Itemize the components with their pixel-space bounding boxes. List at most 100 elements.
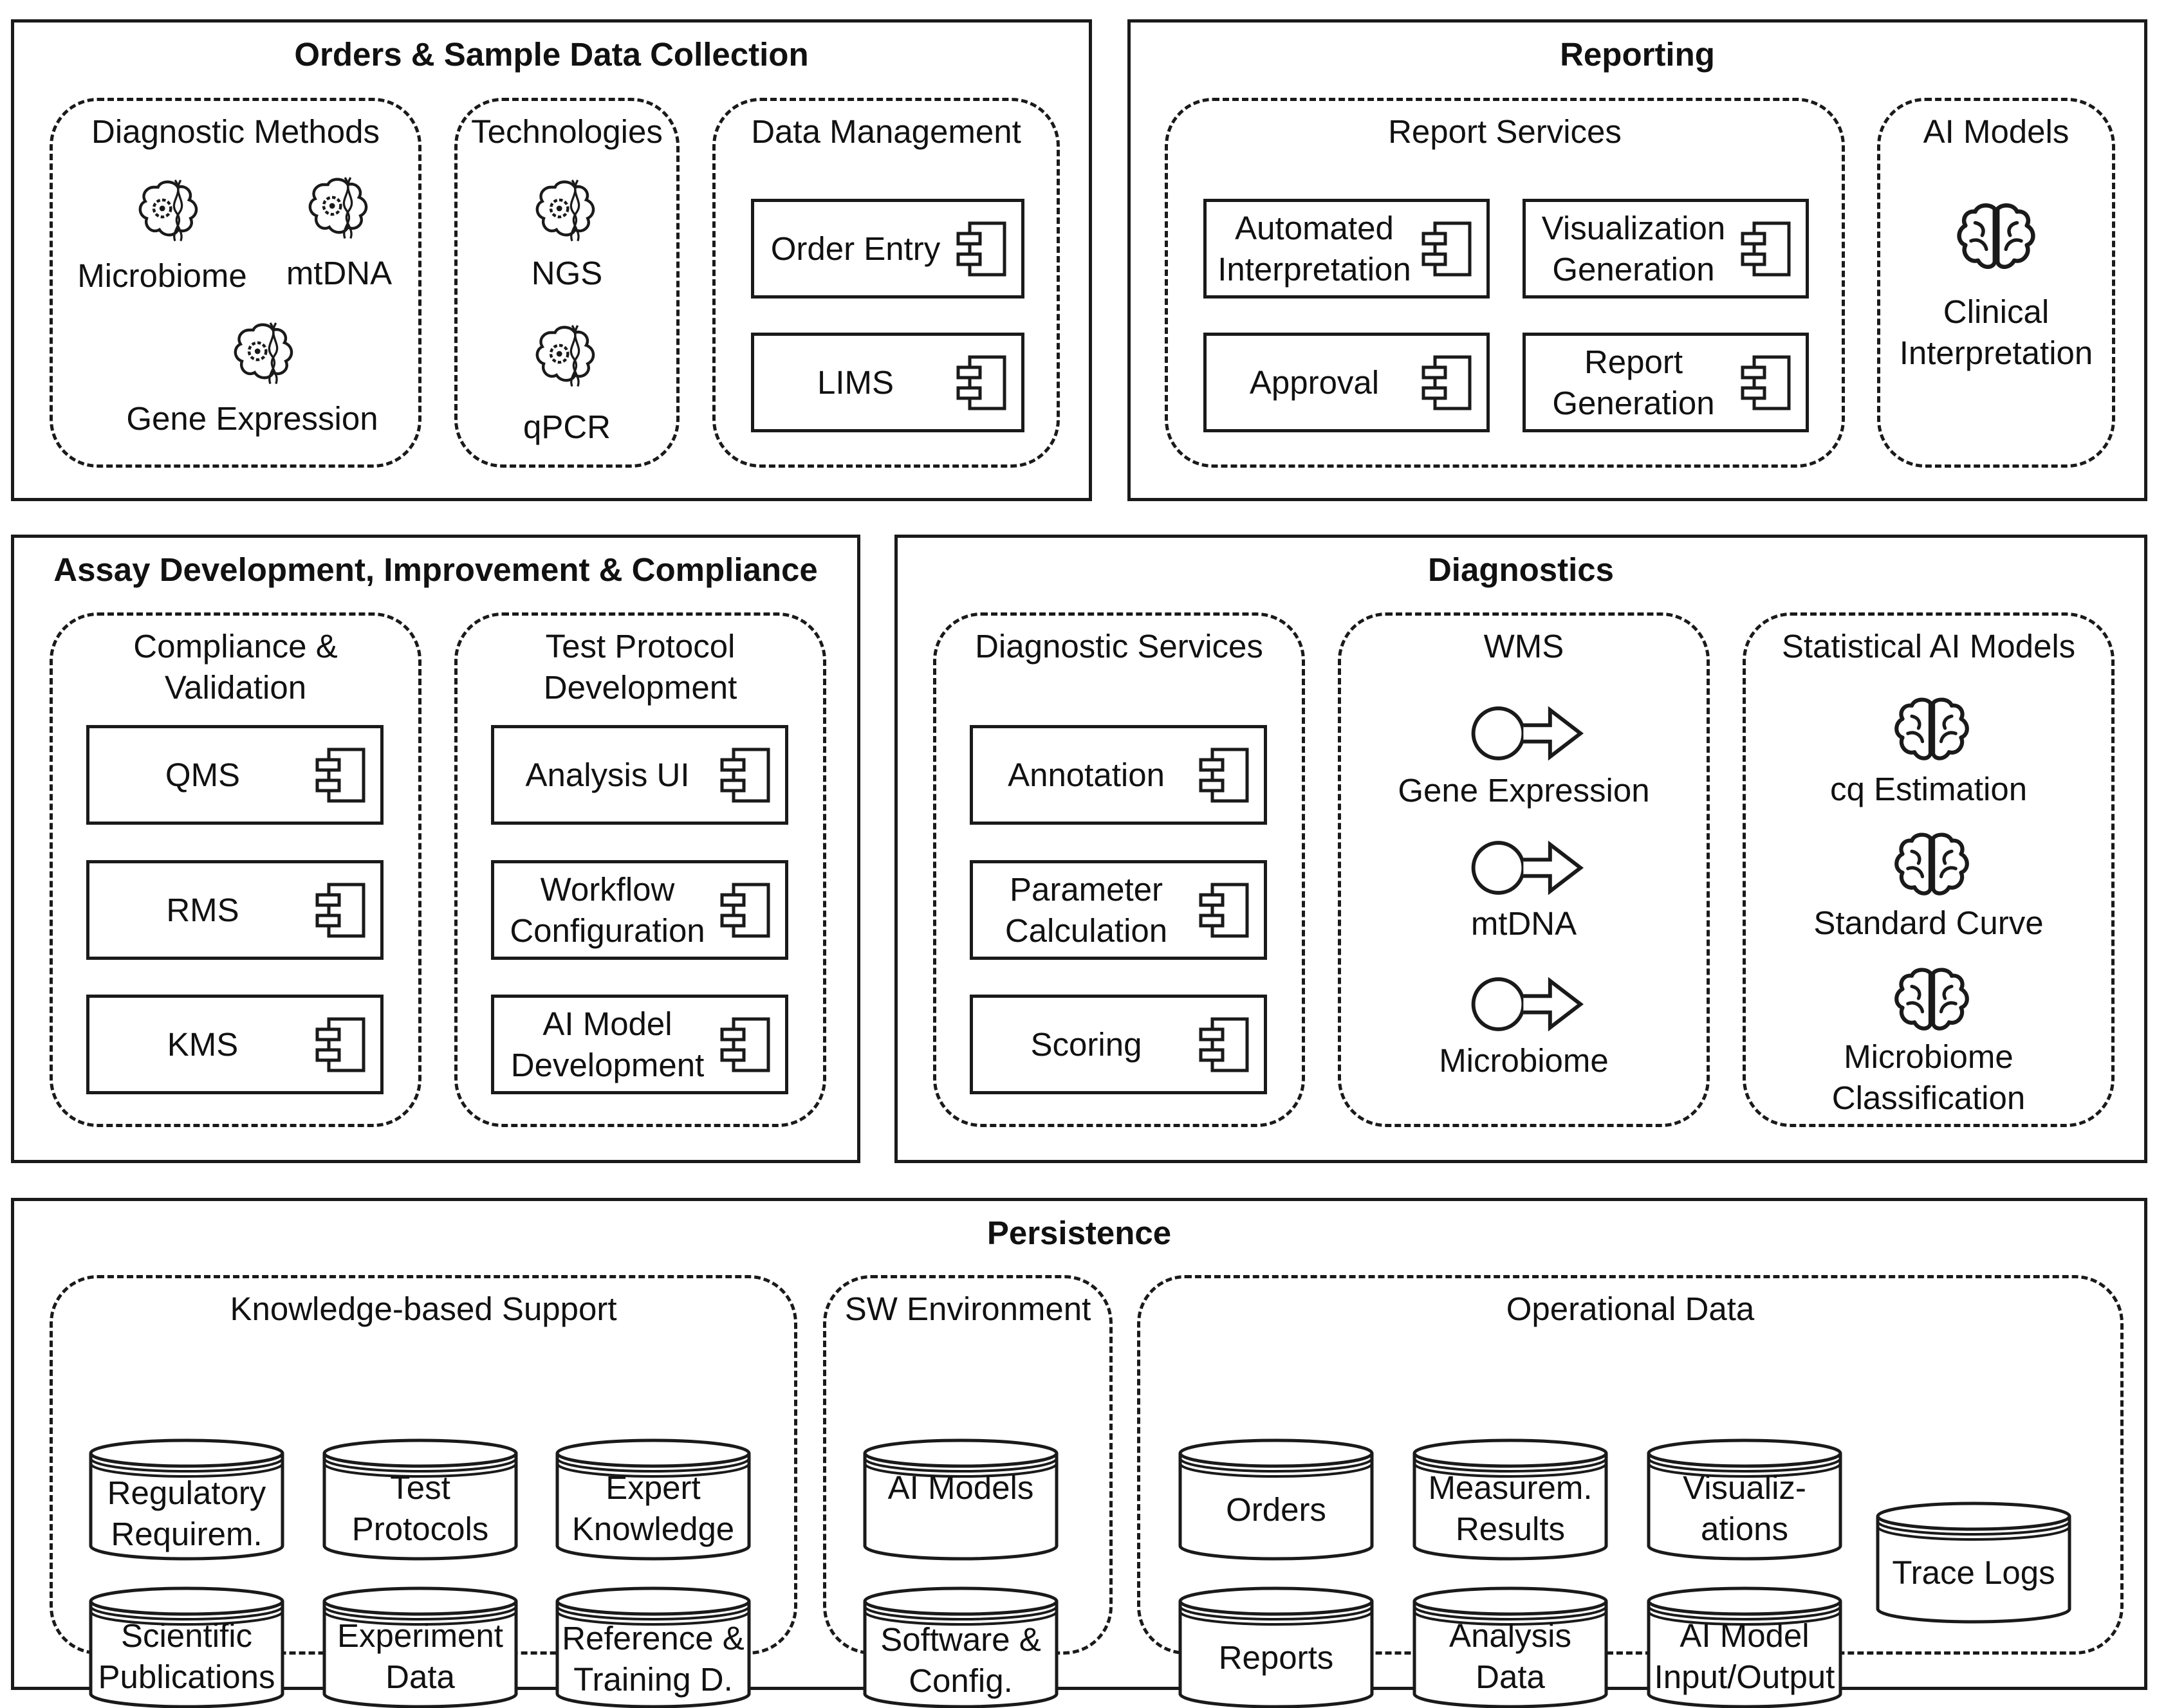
- group-title: WMS: [1483, 628, 1564, 665]
- component-icon: [1740, 354, 1791, 411]
- wms-microbiome: Microbiome: [1439, 1042, 1609, 1079]
- sw-environment-group: SW Environment: [823, 1275, 1113, 1655]
- group-title: Technologies: [471, 113, 663, 150]
- orders-sample-data-panel: Orders & Sample Data Collection Diagnost…: [11, 19, 1092, 501]
- ai-models-group: AI Models Clinical Interpretation: [1877, 98, 2115, 468]
- stat-ai-standard-curve: Standard Curve: [1813, 905, 2044, 941]
- component-report-generation: Report Generation: [1523, 333, 1809, 432]
- panel-title: Reporting: [1560, 36, 1715, 73]
- datastore-orders: Orders: [1178, 1438, 1375, 1561]
- dna-gear-icon: [133, 173, 203, 244]
- dna-gear-icon: [530, 318, 600, 389]
- datastore-experiment-data: Experiment Data: [322, 1586, 519, 1708]
- datastore-label: Measurem. Results: [1428, 1469, 1593, 1547]
- component-label: KMS: [167, 1025, 239, 1063]
- database-icon: [1876, 1501, 2071, 1624]
- datastore-label: Scientific Publications: [98, 1617, 275, 1695]
- datastore-scientific-publications: Scientific Publications: [88, 1586, 285, 1708]
- compliance-validation-group: Compliance & Validation QMS RMS KMS: [50, 612, 421, 1127]
- component-icon: [956, 221, 1007, 277]
- component-label: Automated Interpretation: [1217, 209, 1411, 288]
- process-arrow-icon: [1468, 836, 1588, 900]
- component-icon: [1198, 882, 1250, 939]
- component-icon: [315, 1016, 366, 1073]
- panel-title: Diagnostics: [1427, 551, 1615, 588]
- datastore-label: Reports: [1218, 1639, 1334, 1676]
- datastore-label: Analysis Data: [1449, 1617, 1571, 1695]
- component-kms: KMS: [86, 995, 384, 1094]
- database-icon: [322, 1438, 518, 1561]
- component-workflow-configuration: Workflow Configuration: [491, 860, 788, 960]
- component-label: QMS: [165, 756, 241, 793]
- process-arrow-icon: [1468, 972, 1588, 1036]
- component-qms: QMS: [86, 725, 384, 825]
- ai-model-clinical-interpretation: Clinical Interpretation: [1899, 293, 2093, 371]
- component-icon: [1740, 221, 1791, 277]
- component-analysis-ui: Analysis UI: [491, 725, 788, 825]
- component-ai-model-development: AI Model Development: [491, 995, 788, 1094]
- component-label: Order Entry: [770, 230, 941, 267]
- datastore-measurement-results: Measurem. Results: [1412, 1438, 1609, 1561]
- datastore-label: AI Models: [887, 1469, 1034, 1506]
- component-icon: [315, 882, 366, 939]
- database-icon: [1647, 1586, 1842, 1708]
- reporting-panel: Reporting Report Services Automated Inte…: [1127, 19, 2147, 501]
- component-label: AI Model Development: [510, 1005, 705, 1083]
- group-title: Test Protocol Development: [543, 628, 737, 706]
- group-title: Report Services: [1388, 113, 1622, 150]
- data-management-group: Data Management Order Entry LIMS: [712, 98, 1060, 468]
- diagnostic-services-group: Diagnostic Services Annotation Parameter…: [933, 612, 1305, 1127]
- database-icon: [1412, 1438, 1608, 1561]
- group-title: Statistical AI Models: [1781, 628, 2076, 665]
- datastore-ai-models: AI Models: [862, 1438, 1059, 1561]
- stat-ai-microbiome-classification: Microbiome Classification: [1831, 1038, 2026, 1116]
- panel-title: Orders & Sample Data Collection: [294, 36, 809, 73]
- assay-development-panel: Assay Development, Improvement & Complia…: [11, 535, 860, 1163]
- component-annotation: Annotation: [970, 725, 1267, 825]
- datastore-label: Expert Knowledge: [571, 1469, 735, 1547]
- datastore-regulatory-requirements: Regulatory Requirem.: [88, 1438, 285, 1561]
- component-parameter-calculation: Parameter Calculation: [970, 860, 1267, 960]
- group-title: Diagnostic Services: [975, 628, 1263, 665]
- tech-ngs: NGS: [531, 255, 603, 291]
- panel-title: Assay Development, Improvement & Complia…: [53, 551, 818, 588]
- wms-gene-expression: Gene Expression: [1398, 772, 1650, 809]
- group-title: Data Management: [751, 113, 1021, 150]
- datastore-visualizations: Visualiz- ations: [1646, 1438, 1843, 1561]
- database-icon: [322, 1586, 518, 1708]
- component-icon: [719, 747, 771, 803]
- database-icon: [1647, 1438, 1842, 1561]
- component-label: Approval: [1249, 363, 1380, 401]
- statistical-ai-models-group: Statistical AI Models cq Estimation Stan…: [1743, 612, 2115, 1127]
- component-lims: LIMS: [751, 333, 1024, 432]
- process-arrow-icon: [1468, 701, 1588, 766]
- component-label: Annotation: [1008, 756, 1165, 793]
- technologies-group: Technologies NGS qPCR: [454, 98, 680, 468]
- datastore-label: Reference & Training D.: [562, 1620, 745, 1698]
- component-icon: [719, 882, 771, 939]
- database-icon: [1412, 1586, 1608, 1708]
- datastore-test-protocols: Test Protocols: [322, 1438, 519, 1561]
- datastore-reference-training-data: Reference & Training D.: [555, 1586, 752, 1708]
- datastore-analysis-data: Analysis Data: [1412, 1586, 1609, 1708]
- datastore-label: AI Model Input/Output: [1654, 1617, 1835, 1695]
- brain-icon: [1954, 201, 2038, 273]
- brain-icon: [1892, 966, 1972, 1033]
- datastore-label: Trace Logs: [1892, 1554, 2055, 1591]
- component-label: Analysis UI: [525, 756, 690, 793]
- database-icon: [1178, 1438, 1374, 1561]
- brain-icon: [1892, 696, 1972, 763]
- component-label: Parameter Calculation: [1004, 870, 1168, 949]
- dna-gear-icon: [228, 316, 299, 387]
- component-label: LIMS: [817, 363, 894, 401]
- datastore-label: Orders: [1226, 1491, 1326, 1528]
- database-icon: [555, 1438, 751, 1561]
- datastore-label: Experiment Data: [337, 1617, 503, 1695]
- component-order-entry: Order Entry: [751, 199, 1024, 298]
- stat-ai-cq-estimation: cq Estimation: [1829, 771, 2028, 807]
- diagnostics-panel: Diagnostics Diagnostic Services Annotati…: [894, 535, 2147, 1163]
- method-microbiome: Microbiome: [77, 257, 247, 294]
- test-protocol-group: Test Protocol Development Analysis UI Wo…: [454, 612, 826, 1127]
- component-icon: [1198, 747, 1250, 803]
- datastore-layer: Regulatory Requirem. Test Protocols Expert…: [14, 1201, 2144, 1708]
